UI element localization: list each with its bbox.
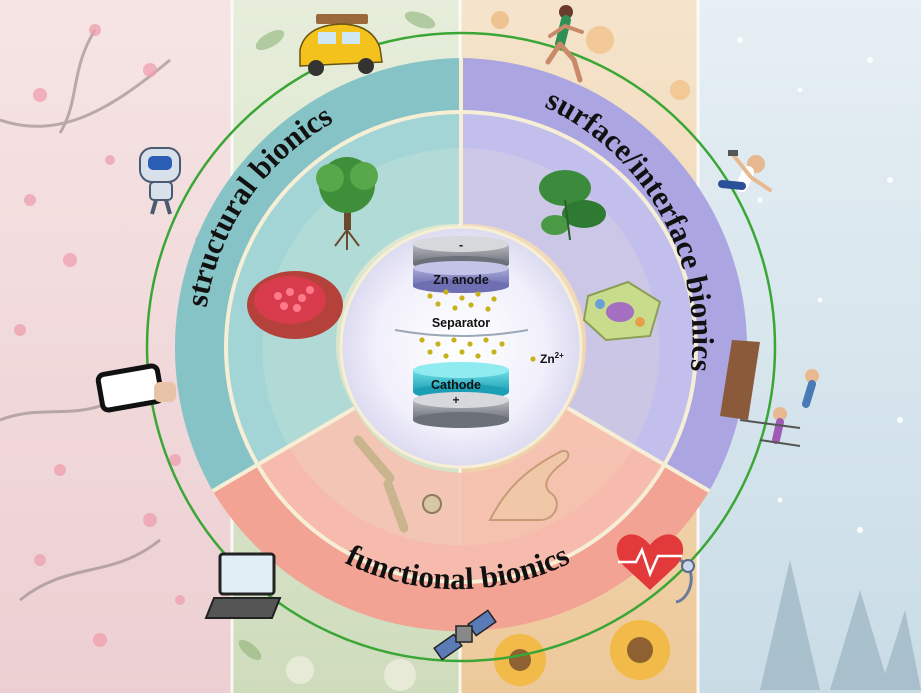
exercise-person-icon — [718, 150, 772, 192]
smartphone-icon — [95, 363, 176, 413]
cathode-label: Cathode — [431, 378, 481, 392]
separator-membrane — [394, 329, 529, 337]
separator-label: Separator — [432, 316, 490, 330]
cathode-cap — [413, 392, 509, 428]
sunflowers-decoration — [491, 11, 690, 686]
blossom-branches-decoration — [0, 29, 171, 602]
inner-band-surface — [461, 112, 695, 464]
battery-diagram: - Zn anode Separator Zn2+ Cathode — [339, 225, 583, 469]
inner-band-structural — [227, 112, 461, 464]
car-icon — [299, 14, 383, 76]
sector-functional — [212, 447, 710, 632]
cell-icon — [582, 280, 662, 342]
bionics-sectors — [174, 58, 748, 632]
tree-icon — [316, 157, 378, 250]
bone-icon — [353, 435, 442, 533]
snowflakes-decoration — [737, 37, 903, 533]
runner-icon — [545, 5, 584, 83]
minus-sign: - — [459, 237, 463, 252]
snowy-trees-decoration — [760, 560, 921, 690]
robot-icon — [139, 147, 181, 215]
anode-label: Zn anode — [433, 273, 489, 287]
summer-leaves-decoration — [238, 11, 436, 691]
lotus-leaf-icon — [539, 170, 606, 241]
anode-disk — [413, 261, 509, 293]
skiers-icon — [720, 340, 819, 447]
pomegranate-icon — [247, 271, 343, 339]
ion-label: Zn2+ — [540, 351, 564, 366]
plus-sign: + — [452, 393, 459, 407]
satellite-icon — [433, 609, 497, 661]
outer-ring — [145, 31, 777, 663]
heart-monitor-icon — [616, 534, 695, 604]
laptop-icon — [204, 552, 282, 619]
zn-ions — [419, 289, 505, 359]
finger-icon — [488, 450, 570, 521]
center-circle — [339, 225, 583, 469]
ion-legend-dot — [530, 356, 536, 362]
